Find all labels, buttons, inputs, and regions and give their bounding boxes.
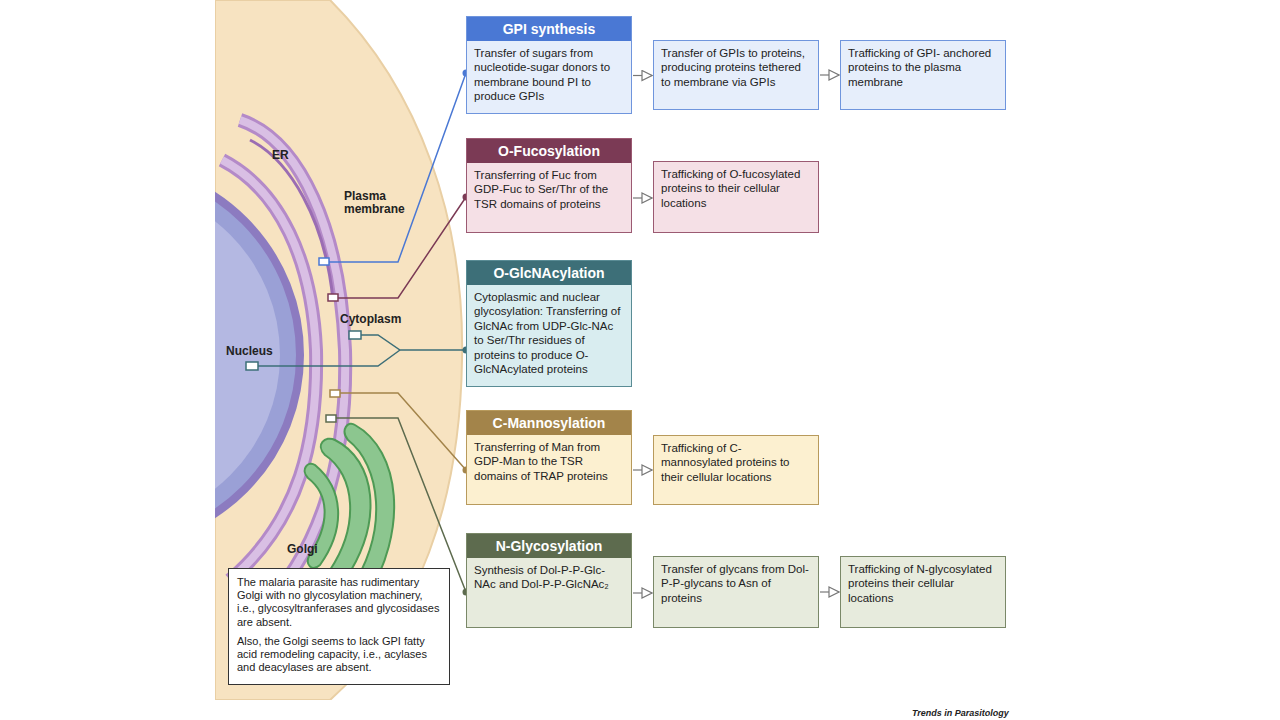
pathway-heading: C-Mannosylation <box>467 411 631 435</box>
organelle-label: Nucleus <box>226 344 273 358</box>
pathway-box: C-MannosylationTransferring of Man from … <box>466 410 632 505</box>
organelle-label: Golgi <box>287 542 318 556</box>
pathway-heading: O-GlcNAcylation <box>467 261 631 285</box>
process-box: Trafficking of GPI- anchored proteins to… <box>840 40 1006 110</box>
pathway-box: O-GlcNAcylationCytoplasmic and nuclear g… <box>466 260 632 387</box>
pathway-heading: N-Glycosylation <box>467 534 631 558</box>
flow-arrow <box>820 591 839 592</box>
publisher-watermark: Trends in Parasitology <box>912 708 1009 718</box>
process-text: Transferring of Fuc from GDP-Fuc to Ser/… <box>467 163 631 216</box>
process-text: Trafficking of N-glycosylated proteins t… <box>841 557 1005 610</box>
flow-arrow <box>633 592 652 593</box>
organelle-label: Plasma membrane <box>344 190 414 216</box>
organelle-label: ER <box>272 148 289 162</box>
region-label: Cytoplasm <box>340 312 401 326</box>
process-box: Trafficking of O-fucosylated proteins to… <box>653 161 819 233</box>
pathway-box: N-GlycosylationSynthesis of Dol-P-P-Glc-… <box>466 533 632 628</box>
flow-arrow <box>633 197 652 198</box>
process-text: Trafficking of C-mannosylated proteins t… <box>654 436 818 489</box>
flow-arrow <box>633 75 652 76</box>
pathway-box: O-FucosylationTransferring of Fuc from G… <box>466 138 632 233</box>
note-box: The malaria parasite has rudimentary Gol… <box>228 568 450 685</box>
flow-arrow <box>820 74 839 75</box>
pathway-box: GPI synthesisTransfer of sugars from nuc… <box>466 16 632 114</box>
process-text: Trafficking of O-fucosylated proteins to… <box>654 162 818 215</box>
process-text: Trafficking of GPI- anchored proteins to… <box>841 41 1005 94</box>
pathway-heading: GPI synthesis <box>467 17 631 41</box>
flow-arrow <box>633 469 652 470</box>
process-text: Transfer of sugars from nucleotide-sugar… <box>467 41 631 109</box>
process-text: Transfer of glycans from Dol-P-P-glycans… <box>654 557 818 610</box>
process-text: Transferring of Man from GDP-Man to the … <box>467 435 631 488</box>
pathway-heading: O-Fucosylation <box>467 139 631 163</box>
process-box: Trafficking of N-glycosylated proteins t… <box>840 556 1006 628</box>
note-text: Also, the Golgi seems to lack GPI fatty … <box>237 635 441 675</box>
note-text: The malaria parasite has rudimentary Gol… <box>237 576 441 629</box>
process-box: Transfer of GPIs to proteins, producing … <box>653 40 819 110</box>
process-text: Transfer of GPIs to proteins, producing … <box>654 41 818 94</box>
process-box: Trafficking of C-mannosylated proteins t… <box>653 435 819 505</box>
process-text: Cytoplasmic and nuclear glycosylation: T… <box>467 285 631 381</box>
process-text: Synthesis of Dol-P-P-Glc-NAc and Dol-P-P… <box>467 558 631 597</box>
process-box: Transfer of glycans from Dol-P-P-glycans… <box>653 556 819 628</box>
